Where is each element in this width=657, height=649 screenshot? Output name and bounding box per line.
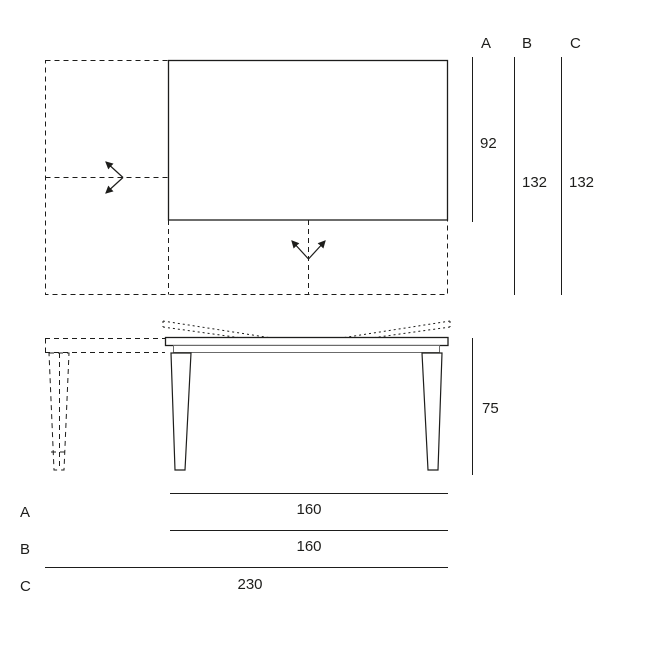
width-dim-b-value: 160 (296, 538, 321, 555)
width-dimensions: A 160 B 160 C 230 (20, 493, 448, 595)
width-dim-a-value: 160 (296, 501, 321, 518)
width-dim-a-label: A (20, 504, 30, 521)
height-dimension: 75 (472, 338, 499, 475)
width-dim-c-value: 230 (237, 576, 262, 593)
apron (173, 345, 440, 353)
height-dim-value: 75 (482, 400, 499, 417)
front-fold-arrows-icon (291, 240, 326, 260)
plan-view (45, 59, 449, 295)
width-dim-b-label: B (20, 541, 30, 558)
depth-dimensions: A B C 92 132 132 (472, 35, 594, 295)
depth-dim-c-label: C (570, 35, 581, 52)
depth-dim-b-label: B (522, 35, 532, 52)
right-leg (421, 352, 443, 471)
side-fold-arrows-icon (105, 161, 124, 194)
depth-dim-b-value: 132 (522, 174, 547, 191)
depth-dim-a-label: A (481, 35, 491, 52)
depth-dim-c-value: 132 (569, 174, 594, 191)
front-elevation (45, 320, 451, 471)
closed-top-outline (167, 59, 449, 221)
tabletop-edge (164, 336, 449, 347)
depth-dim-a-value: 92 (480, 135, 497, 152)
dashed-leg (48, 352, 70, 471)
width-dim-c-label: C (20, 578, 31, 595)
left-leg (170, 352, 192, 471)
extended-leaf-dashed (45, 338, 165, 471)
